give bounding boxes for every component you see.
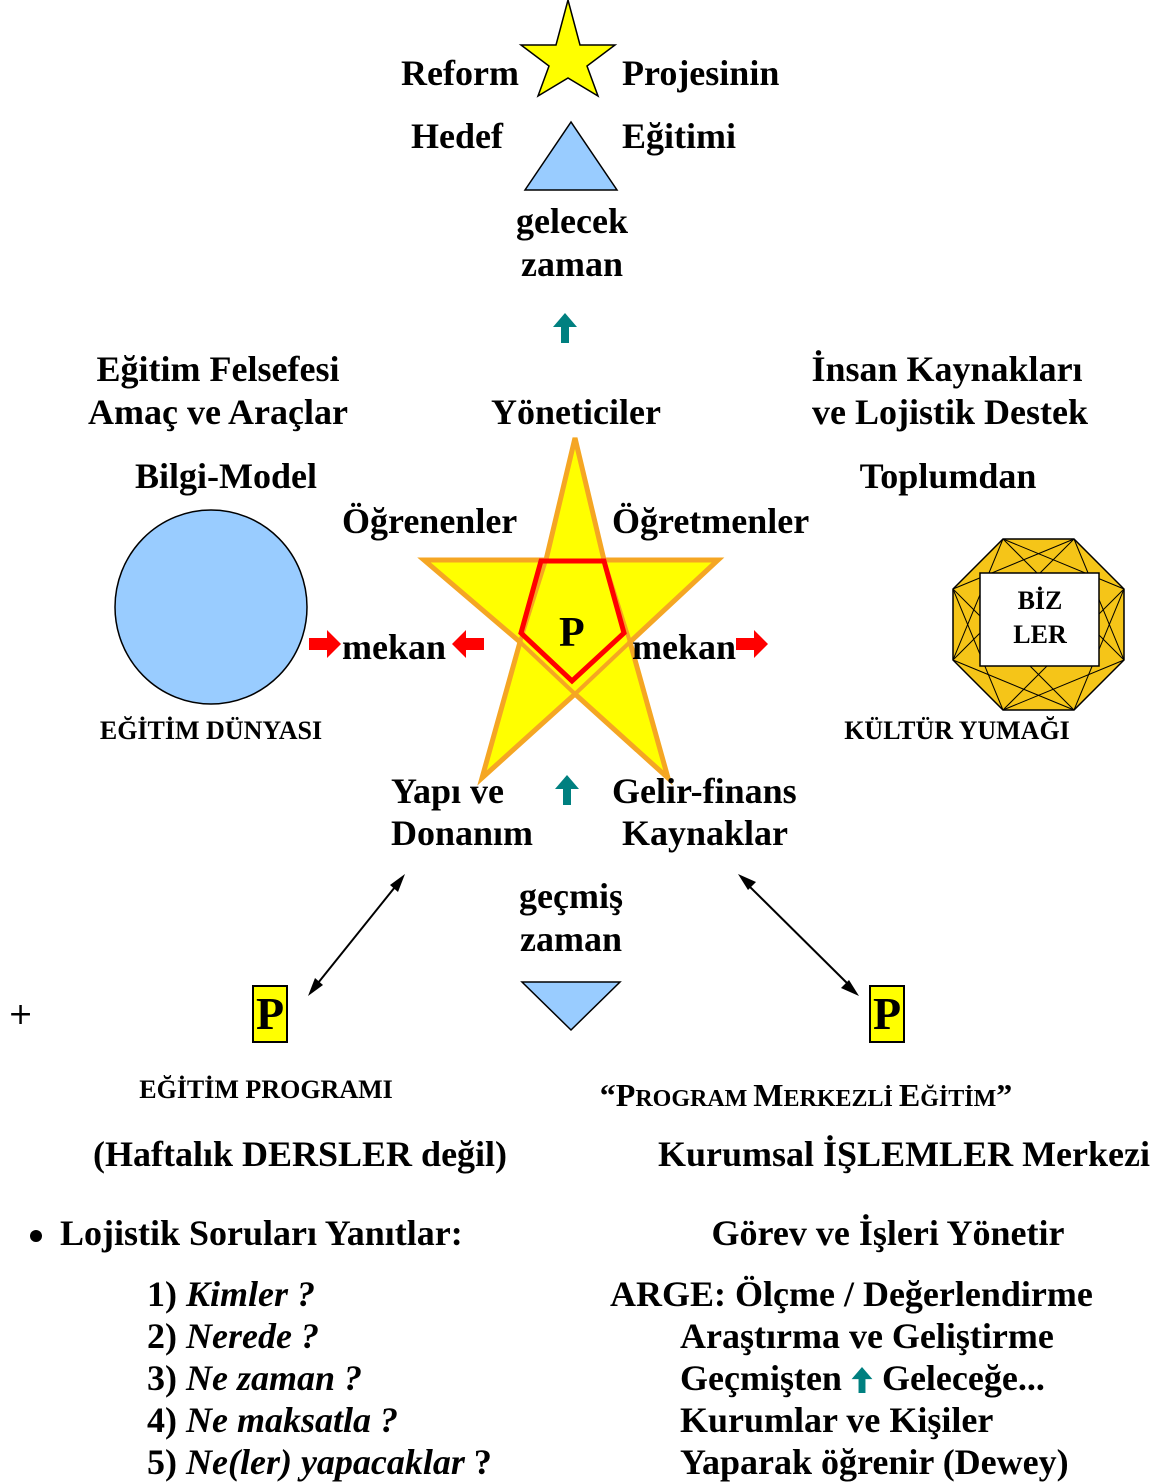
program-box-left: P [252, 985, 288, 1043]
education-program-title: EĞİTİM PROGRAMI [139, 1075, 393, 1104]
future-time-label: zaman [521, 244, 623, 284]
structure-label: Yapı ve [391, 771, 505, 811]
hedef-label: Hedef [411, 116, 503, 156]
question-3: 3) Ne zaman ? [147, 1358, 363, 1398]
education-world-circle [114, 509, 308, 705]
question-1: 1) Kimler ? [147, 1274, 316, 1314]
education-program-subtitle: (Haftalık DERSLER değil) [93, 1134, 508, 1174]
learning-by-doing-label: Yaparak öğrenir (Dewey) [680, 1442, 1069, 1482]
philosophy-label: Eğitim Felsefesi [96, 349, 340, 389]
education-world-caption: EĞİTİM DÜNYASI [99, 716, 323, 745]
past-time-label: zaman [520, 919, 622, 959]
past-label: geçmiş [519, 876, 623, 916]
society-label: Toplumdan [859, 456, 1037, 496]
future-triangle-icon [523, 120, 619, 191]
plus-sign: + [8, 997, 34, 1032]
learners-label: Öğrenenler [342, 501, 518, 541]
research-development-label: Araştırma ve Geliştirme [680, 1316, 1054, 1356]
teachers-label: Öğretmenler [612, 501, 810, 541]
future-label: gelecek [516, 201, 628, 241]
human-resources-label: İnsan Kaynakları [811, 349, 1083, 389]
institutions-label: Kurumlar ve Kişiler [680, 1400, 994, 1440]
octagon-label-2: LER [1013, 620, 1067, 649]
managers-label: Yöneticiler [491, 392, 661, 432]
center-p-label: P [559, 610, 585, 656]
past-to-future-line: Geçmişten Geleceğe... [680, 1358, 1045, 1398]
red-right-arrow-icon-2 [736, 630, 768, 658]
rnd-measurement-label: ARGE: Ölçme / Değerlendirme [610, 1274, 1093, 1314]
space-left-label: mekan [342, 627, 447, 667]
past-triangle-icon [520, 981, 622, 1032]
center-pentagon [518, 558, 627, 685]
question-2: 2) Nerede ? [147, 1316, 319, 1356]
culture-octagon-icon [952, 538, 1125, 711]
program-box-right: P [869, 985, 905, 1043]
projesinin-label: Projesinin [622, 53, 780, 93]
reform-label: Reform [401, 53, 519, 93]
culture-caption: KÜLTÜR YUMAĞI [844, 716, 1070, 745]
teal-up-arrow-inline-icon [851, 1367, 873, 1393]
teal-up-arrow-icon-2 [555, 775, 579, 805]
resources-label: Kaynaklar [622, 813, 789, 853]
equipment-label: Donanım [391, 813, 534, 853]
teal-up-arrow-icon [553, 313, 577, 343]
red-right-arrow-icon [309, 630, 341, 658]
manages-tasks-label: Görev ve İşleri Yönetir [711, 1213, 1065, 1253]
question-4: 4) Ne maksatla ? [147, 1400, 398, 1440]
logistics-label: ve Lojistik Destek [812, 392, 1088, 432]
income-label: Gelir-finans [612, 771, 797, 811]
question-5: 5) Ne(ler) yapacaklar ? [147, 1442, 492, 1482]
right-double-arrow [738, 874, 859, 996]
top-star-icon [518, 0, 618, 98]
egitimi-label: Eğitimi [622, 116, 736, 156]
aims-tools-label: Amaç ve Araçlar [88, 392, 348, 432]
logistics-questions-heading: Lojistik Soruları Yanıtlar: [60, 1213, 463, 1253]
knowledge-model-label: Bilgi-Model [135, 456, 317, 496]
bullet-dot [30, 1230, 42, 1242]
red-left-arrow-icon [452, 630, 484, 658]
operations-center-label: Kurumsal İŞLEMLER Merkezi [658, 1134, 1150, 1174]
left-double-arrow [308, 874, 405, 996]
space-right-label: mekan [632, 627, 737, 667]
octagon-label-1: BİZ [1017, 586, 1063, 615]
program-centered-title: “PROGRAM MERKEZLİ EĞİTİM” [599, 1077, 1013, 1113]
